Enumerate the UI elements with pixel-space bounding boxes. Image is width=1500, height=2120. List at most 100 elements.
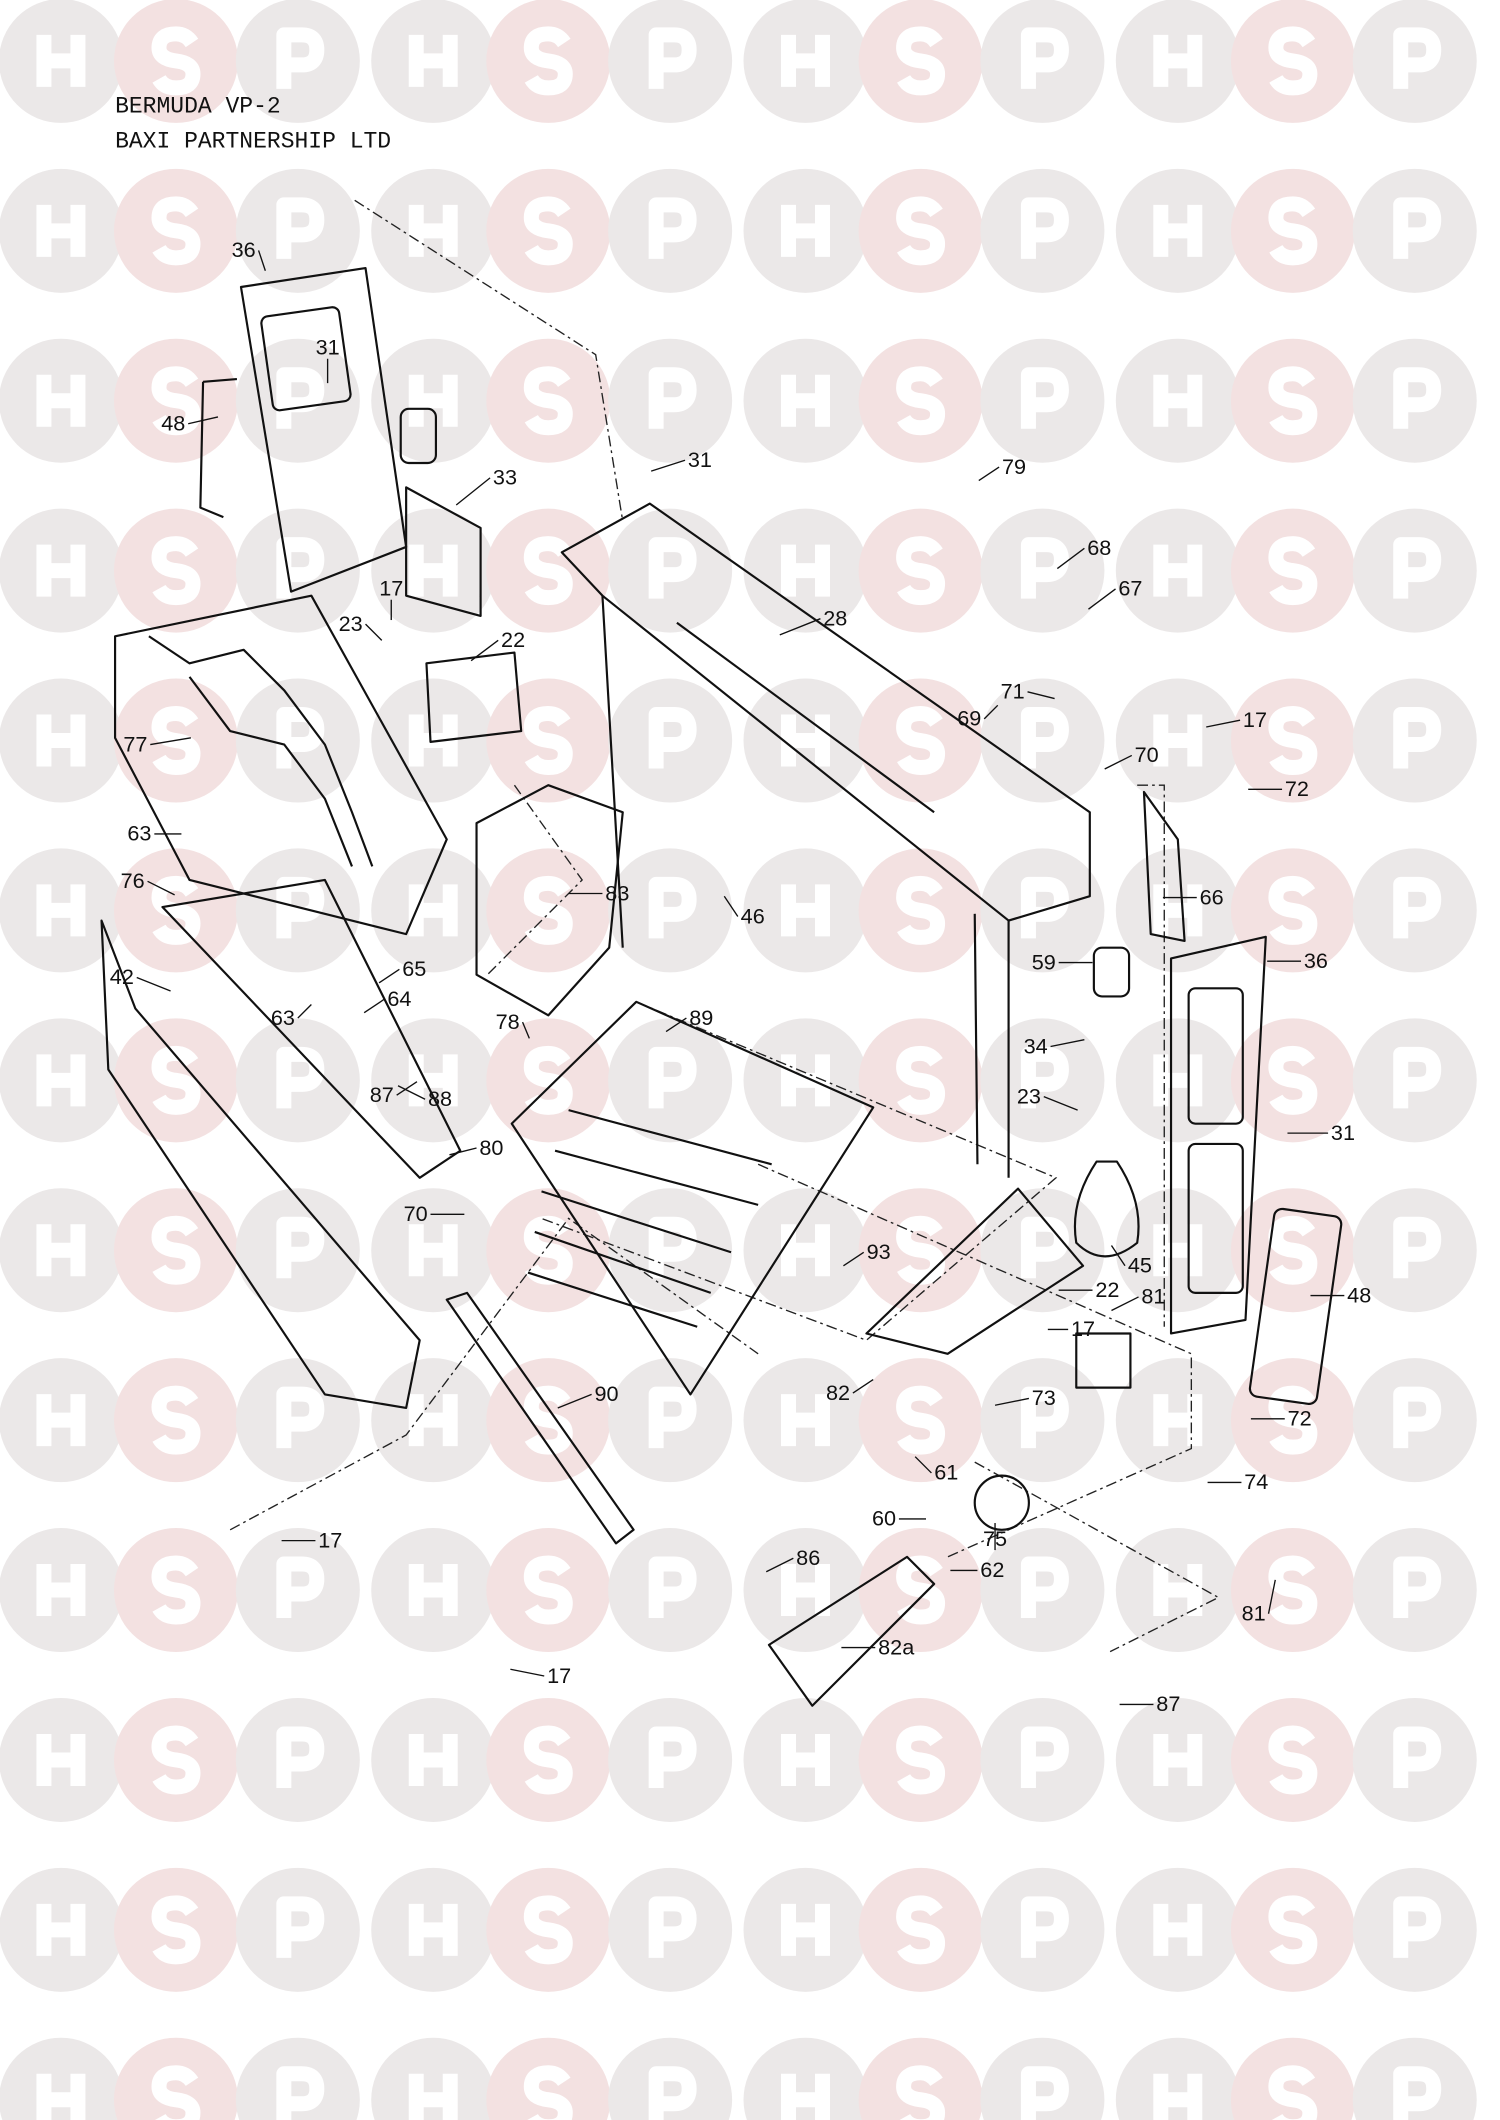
part-callout-60[interactable]: 60	[872, 1506, 896, 1531]
watermark-letter-s	[1268, 1555, 1318, 1625]
part-callout-75[interactable]: 75	[983, 1526, 1007, 1551]
part-callout-67[interactable]: 67	[1118, 576, 1142, 601]
part-callout-78[interactable]: 78	[496, 1009, 520, 1034]
part-callout-45[interactable]: 45	[1128, 1253, 1152, 1278]
part-callout-70[interactable]: 70	[404, 1201, 428, 1226]
part-callout-42[interactable]: 42	[110, 964, 134, 989]
watermark-letter-h	[781, 1224, 831, 1277]
watermark-letter-s	[896, 196, 946, 266]
watermark-letter-p	[1020, 1896, 1069, 1958]
part-callout-87[interactable]: 87	[370, 1082, 394, 1107]
part-callout-36[interactable]: 36	[1304, 948, 1328, 973]
fuel-bed-77	[113, 594, 448, 936]
panel-window	[1187, 1142, 1244, 1294]
watermark-letter-h	[408, 1224, 458, 1277]
part-callout-63[interactable]: 63	[271, 1005, 295, 1030]
part-callout-89[interactable]: 89	[689, 1005, 713, 1030]
part-callout-22[interactable]: 22	[1095, 1277, 1119, 1302]
part-callout-17[interactable]: 17	[1071, 1316, 1095, 1341]
part-callout-72[interactable]: 72	[1285, 776, 1309, 801]
watermark-letter-h	[408, 204, 458, 257]
part-callout-22[interactable]: 22	[501, 627, 525, 652]
part-callout-72[interactable]: 72	[1288, 1406, 1312, 1431]
watermark-letter-h	[1153, 1564, 1203, 1617]
part-callout-68[interactable]: 68	[1087, 535, 1111, 560]
panel-window	[260, 306, 352, 412]
part-callout-70[interactable]: 70	[1135, 742, 1159, 767]
part-callout-23[interactable]: 23	[1017, 1083, 1041, 1108]
part-callout-65[interactable]: 65	[402, 956, 426, 981]
part-callout-77[interactable]: 77	[123, 731, 147, 756]
part-callout-90[interactable]: 90	[594, 1381, 618, 1406]
watermark-letter-s	[896, 1895, 946, 1965]
leader-line	[396, 1081, 418, 1096]
part-callout-31[interactable]: 31	[688, 447, 712, 472]
watermark-letter-h	[36, 374, 86, 427]
part-callout-74[interactable]: 74	[1244, 1469, 1268, 1494]
part-callout-31[interactable]: 31	[1331, 1120, 1355, 1145]
part-callout-83[interactable]: 83	[605, 880, 629, 905]
watermark-letter-p	[1393, 2066, 1442, 2120]
part-callout-31[interactable]: 31	[316, 335, 340, 360]
part-callout-17[interactable]: 17	[547, 1663, 571, 1688]
watermark-letter-h	[1153, 34, 1203, 87]
part-callout-28[interactable]: 28	[823, 605, 847, 630]
part-callout-82a[interactable]: 82a	[878, 1634, 915, 1659]
assembly-line	[229, 1217, 759, 1531]
watermark-letter-h	[36, 1733, 86, 1786]
watermark-letter-p	[1393, 537, 1442, 599]
part-callout-76[interactable]: 76	[121, 868, 145, 893]
watermark-letter-s	[523, 26, 573, 96]
part-callout-59[interactable]: 59	[1032, 949, 1056, 974]
part-callout-61[interactable]: 61	[934, 1460, 958, 1485]
part-callout-48[interactable]: 48	[161, 411, 185, 436]
side-panel-right	[1169, 935, 1267, 1335]
leader-line	[1206, 719, 1241, 728]
watermark-letter-s	[1268, 536, 1318, 606]
burner-plate-76	[161, 878, 462, 1179]
part-callout-62[interactable]: 62	[980, 1557, 1004, 1582]
part-callout-63[interactable]: 63	[127, 821, 151, 846]
part-callout-73[interactable]: 73	[1032, 1385, 1056, 1410]
part-callout-36[interactable]: 36	[232, 237, 256, 262]
part-number-callouts: 36 31 48 33 31 17 23 22 77 28 79 68 67 71 69 17 70 72 63 76…	[110, 237, 1371, 1716]
part-callout-17[interactable]: 17	[1243, 707, 1267, 732]
part-callout-81[interactable]: 81	[1242, 1600, 1266, 1625]
part-callout-64[interactable]: 64	[387, 986, 411, 1011]
part-callout-88[interactable]: 88	[428, 1086, 452, 1111]
watermark-letter-h	[408, 374, 458, 427]
part-callout-17[interactable]: 17	[379, 576, 403, 601]
part-callout-34[interactable]: 34	[1024, 1033, 1048, 1058]
part-callout-71[interactable]: 71	[1001, 679, 1025, 704]
part-callout-86[interactable]: 86	[796, 1545, 820, 1570]
leader-line	[521, 1021, 530, 1039]
part-callout-82[interactable]: 82	[826, 1380, 850, 1405]
leader-line	[983, 704, 999, 720]
leader-line	[557, 1393, 592, 1409]
part-callout-93[interactable]: 93	[867, 1239, 891, 1264]
part-callout-48[interactable]: 48	[1347, 1282, 1371, 1307]
watermark-circle	[0, 2037, 123, 2120]
part-callout-79[interactable]: 79	[1002, 454, 1026, 479]
watermark-letter-p	[648, 197, 697, 259]
part-callout-69[interactable]: 69	[957, 706, 981, 731]
part-callout-81[interactable]: 81	[1141, 1284, 1165, 1309]
watermark-letter-p	[1393, 707, 1442, 769]
part-callout-80[interactable]: 80	[479, 1135, 503, 1160]
watermark-letter-h	[408, 1564, 458, 1617]
watermark-letter-s	[151, 2065, 201, 2120]
watermark-letter-s	[896, 706, 946, 776]
part-callout-33[interactable]: 33	[493, 465, 517, 490]
leader-line	[978, 466, 1000, 482]
part-callout-66[interactable]: 66	[1200, 884, 1224, 909]
watermark-letter-p	[648, 27, 697, 89]
floor-plate-89	[510, 1000, 875, 1396]
part-callout-17[interactable]: 17	[318, 1527, 342, 1552]
watermark-letter-s	[896, 366, 946, 436]
part-callout-46[interactable]: 46	[741, 903, 765, 928]
part-callout-23[interactable]: 23	[339, 611, 363, 636]
watermark-letter-h	[781, 884, 831, 937]
part-callout-87[interactable]: 87	[1156, 1691, 1180, 1716]
leader-line	[765, 1557, 794, 1573]
